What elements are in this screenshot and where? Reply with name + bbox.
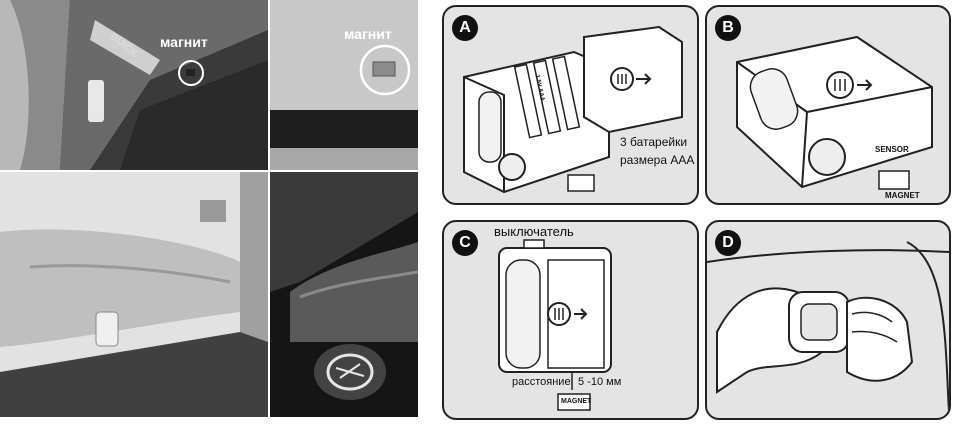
- panel-c: C выключатель расстояние 5 -10 мм MAGNET: [442, 220, 699, 420]
- photo-logo-projection: [270, 172, 418, 417]
- panel-d: D: [705, 220, 951, 420]
- panel-letter: B: [715, 15, 741, 41]
- photo-door-panel: [0, 172, 268, 417]
- door-panel-illustration: [0, 172, 268, 417]
- photo-door-magnet: магнит BUICK: [0, 0, 268, 170]
- projection-illustration: [270, 172, 418, 417]
- device-closed-illustration: [736, 35, 933, 190]
- photo-magnet-closeup: магнит: [270, 0, 418, 170]
- closeup-photo-illustration: [270, 0, 418, 170]
- magnet-label: MAGNET: [885, 191, 920, 200]
- sensor-label: SENSOR: [875, 145, 909, 154]
- panel-letter: A: [452, 15, 478, 41]
- magnet-label: магнит: [160, 34, 208, 50]
- distance-value: 5 -10 мм: [578, 376, 622, 388]
- switch-distance-illustration: [498, 239, 612, 411]
- door-photo-illustration: [0, 0, 268, 170]
- battery-caption-size: размера AAA: [620, 153, 695, 167]
- battery-install-illustration: [463, 25, 683, 194]
- panel-a: A 1.5V AAA 3 батарейки размера AAA: [442, 5, 699, 205]
- panel-letter: D: [715, 230, 741, 256]
- magnet-label: MAGNET: [561, 398, 592, 405]
- battery-caption: 3 батарейки: [620, 135, 688, 149]
- hands-install-illustration: [707, 241, 949, 413]
- panel-b: B SENSOR MAGNET: [705, 5, 951, 205]
- panel-letter: C: [452, 230, 478, 256]
- distance-label: расстояние: [512, 376, 571, 388]
- switch-label: выключатель: [494, 224, 574, 239]
- magnet-label: магнит: [344, 26, 392, 42]
